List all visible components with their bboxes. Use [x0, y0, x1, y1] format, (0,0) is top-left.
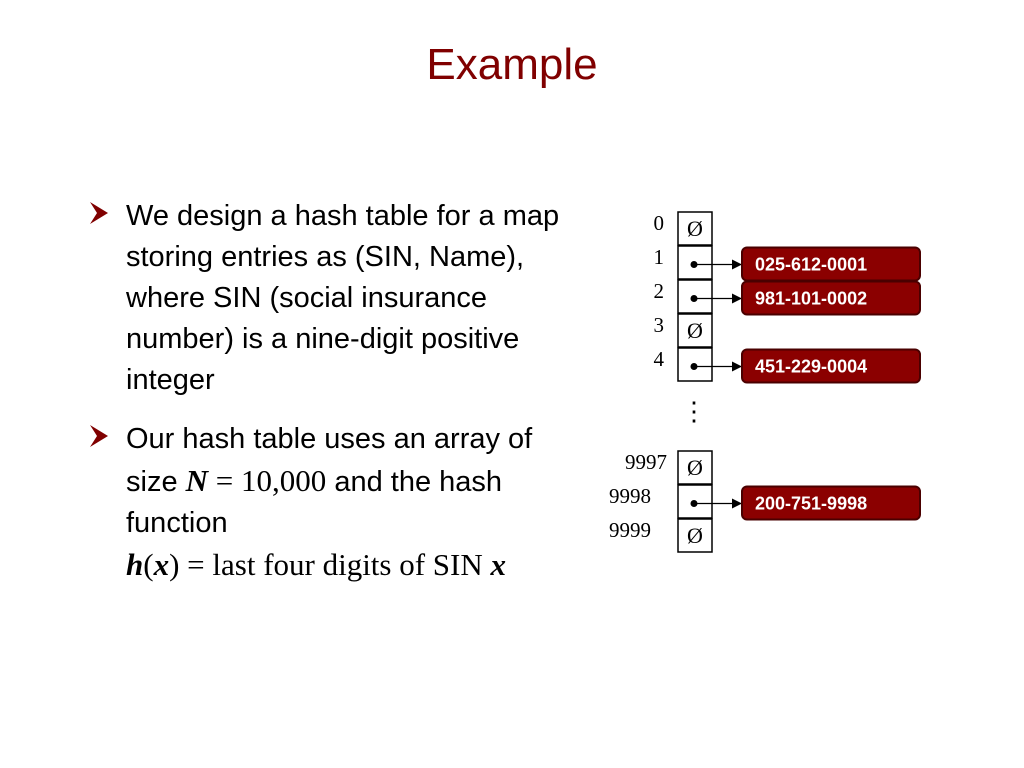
arrowhead-icon	[732, 498, 742, 509]
slot-index-label: 3	[654, 313, 665, 337]
x-variable-end: x	[490, 547, 507, 582]
n-variable: N	[185, 463, 209, 498]
slot-cell	[677, 518, 713, 553]
bullet-2-text-middle: and the hash function	[126, 466, 503, 539]
bullet-item-1: We design a hash table for a map storing…	[88, 196, 568, 401]
paren-close: )	[169, 547, 180, 582]
hash-function-formula: h(x) = last four digits of SIN x	[126, 547, 506, 582]
slot-index-label: 4	[654, 347, 665, 371]
ellipsis-icon: ⋮	[681, 397, 707, 426]
bullet-1-text: We design a hash table for a map storing…	[126, 200, 560, 396]
null-symbol: Ø	[687, 455, 703, 480]
arrowhead-icon	[732, 293, 742, 304]
bullet-item-2: Our hash table uses an array of size N =…	[88, 419, 568, 587]
paren-open: (	[143, 547, 154, 582]
record-box	[741, 485, 921, 521]
n-value: = 10,000	[208, 463, 327, 498]
bullet-list: We design a hash table for a map storing…	[88, 196, 568, 605]
slot-index-label: 9997	[625, 450, 667, 474]
null-symbol: Ø	[687, 318, 703, 343]
bullet-2-text-prefix: Our hash table uses an array of size	[126, 423, 533, 498]
slot-cell	[677, 313, 713, 348]
record-sin-label: 200-751-9998	[755, 494, 867, 514]
arrowhead-icon	[732, 361, 742, 372]
bullet-arrow-icon	[90, 202, 108, 224]
null-symbol: Ø	[687, 216, 703, 241]
arrowhead-icon	[732, 259, 742, 270]
slot-cell	[677, 450, 713, 485]
slide-title: Example	[426, 40, 598, 89]
slot-index-label: 9998	[609, 484, 651, 508]
null-symbol: Ø	[687, 523, 703, 548]
record-sin-label: 025-612-0001	[755, 255, 867, 275]
record-box	[741, 280, 921, 316]
slot-index-label: 1	[654, 245, 665, 269]
x-variable: x	[153, 547, 170, 582]
slot-index-label: 2	[654, 279, 665, 303]
hash-function-definition: = last four digits of SIN	[179, 547, 491, 582]
record-sin-label: 451-229-0004	[755, 357, 867, 377]
h-variable: h	[126, 547, 144, 582]
slot-index-label: 9999	[609, 518, 651, 542]
slot-index-label: 0	[654, 211, 665, 235]
bullet-arrow-icon	[90, 425, 108, 447]
slot-cell	[677, 211, 713, 246]
record-box	[741, 348, 921, 384]
record-sin-label: 981-101-0002	[755, 289, 867, 309]
